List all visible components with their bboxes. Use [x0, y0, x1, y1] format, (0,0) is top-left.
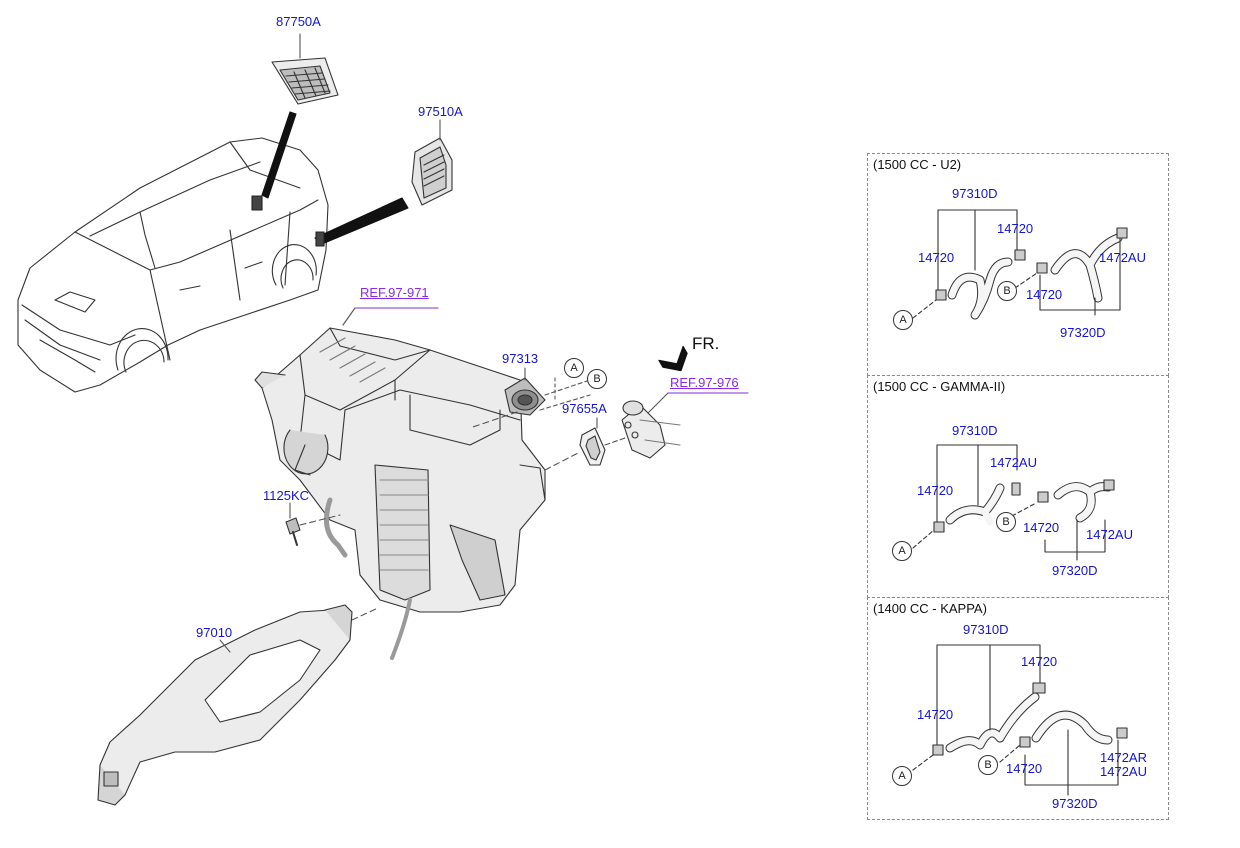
engine-panel-gamma-ii: (1500 CC - GAMMA-II)	[867, 375, 1169, 598]
label-1472AU[interactable]: 1472AU	[1100, 764, 1147, 779]
ref-link-97-971[interactable]: REF.97-971	[360, 285, 429, 300]
label-14720[interactable]: 14720	[917, 707, 954, 722]
label-14720[interactable]: 14720	[918, 250, 955, 265]
connection-tag-a: A	[892, 541, 912, 561]
connection-tag-b: B	[978, 755, 998, 775]
panel-2-hoses	[912, 444, 1115, 561]
label-1472AU[interactable]: 1472AU	[990, 455, 1037, 470]
panel-3-hoses	[912, 644, 1128, 796]
label-97320D[interactable]: 97320D	[1060, 325, 1106, 340]
part-97010-duct	[97, 604, 353, 806]
part-97510A-filter	[411, 137, 453, 206]
label-1472AR[interactable]: 1472AR	[1100, 750, 1147, 765]
panel-1-hoses	[912, 209, 1128, 320]
label-97313[interactable]: 97313	[502, 351, 539, 366]
engine-panel-kappa: (1400 CC - KAPPA)	[867, 597, 1169, 820]
panel-title: (1400 CC - KAPPA)	[873, 601, 987, 616]
label-1472AU[interactable]: 1472AU	[1099, 250, 1146, 265]
label-97320D[interactable]: 97320D	[1052, 796, 1098, 811]
connection-tag-a: A	[892, 766, 912, 786]
front-direction-label: FR.	[692, 334, 720, 353]
connection-tag-b: B	[996, 512, 1016, 532]
label-87750A[interactable]: 87750A	[276, 14, 321, 29]
label-1125KC[interactable]: 1125KC	[263, 488, 310, 503]
label-97510A[interactable]: 97510A	[418, 104, 463, 119]
connection-tag-b: B	[587, 369, 607, 389]
label-97310D[interactable]: 97310D	[952, 423, 998, 438]
connection-tag-b: B	[997, 281, 1017, 301]
connection-tag-a: A	[564, 358, 584, 378]
label-97010[interactable]: 97010	[196, 625, 233, 640]
part-97655A-gasket	[579, 427, 606, 466]
label-97310D[interactable]: 97310D	[952, 186, 998, 201]
vehicle-illustration	[17, 137, 329, 393]
panel-title: (1500 CC - U2)	[873, 157, 962, 172]
callout-wedge-97510A	[314, 197, 409, 245]
label-97310D[interactable]: 97310D	[963, 622, 1009, 637]
label-14720[interactable]: 14720	[997, 221, 1034, 236]
front-arrow-icon	[658, 345, 688, 372]
label-97655A[interactable]: 97655A	[562, 401, 607, 416]
label-14720[interactable]: 14720	[1021, 654, 1058, 669]
panel-title: (1500 CC - GAMMA-II)	[873, 379, 1006, 394]
label-97320D[interactable]: 97320D	[1052, 563, 1098, 578]
label-14720[interactable]: 14720	[1026, 287, 1063, 302]
ref-link-97-976[interactable]: REF.97-976	[670, 375, 739, 390]
label-14720[interactable]: 14720	[1006, 761, 1043, 776]
label-14720[interactable]: 14720	[917, 483, 954, 498]
connection-tag-a: A	[893, 310, 913, 330]
ref-97-976-bracket	[621, 400, 681, 459]
part-97313-grommet	[504, 377, 546, 416]
hvac-unit-assembly	[254, 327, 546, 660]
part-87750A-vent	[271, 57, 339, 105]
label-14720[interactable]: 14720	[1023, 520, 1060, 535]
callout-wedge-87750A	[261, 111, 297, 199]
part-1125KC-screw	[285, 517, 301, 546]
label-1472AU[interactable]: 1472AU	[1086, 527, 1133, 542]
